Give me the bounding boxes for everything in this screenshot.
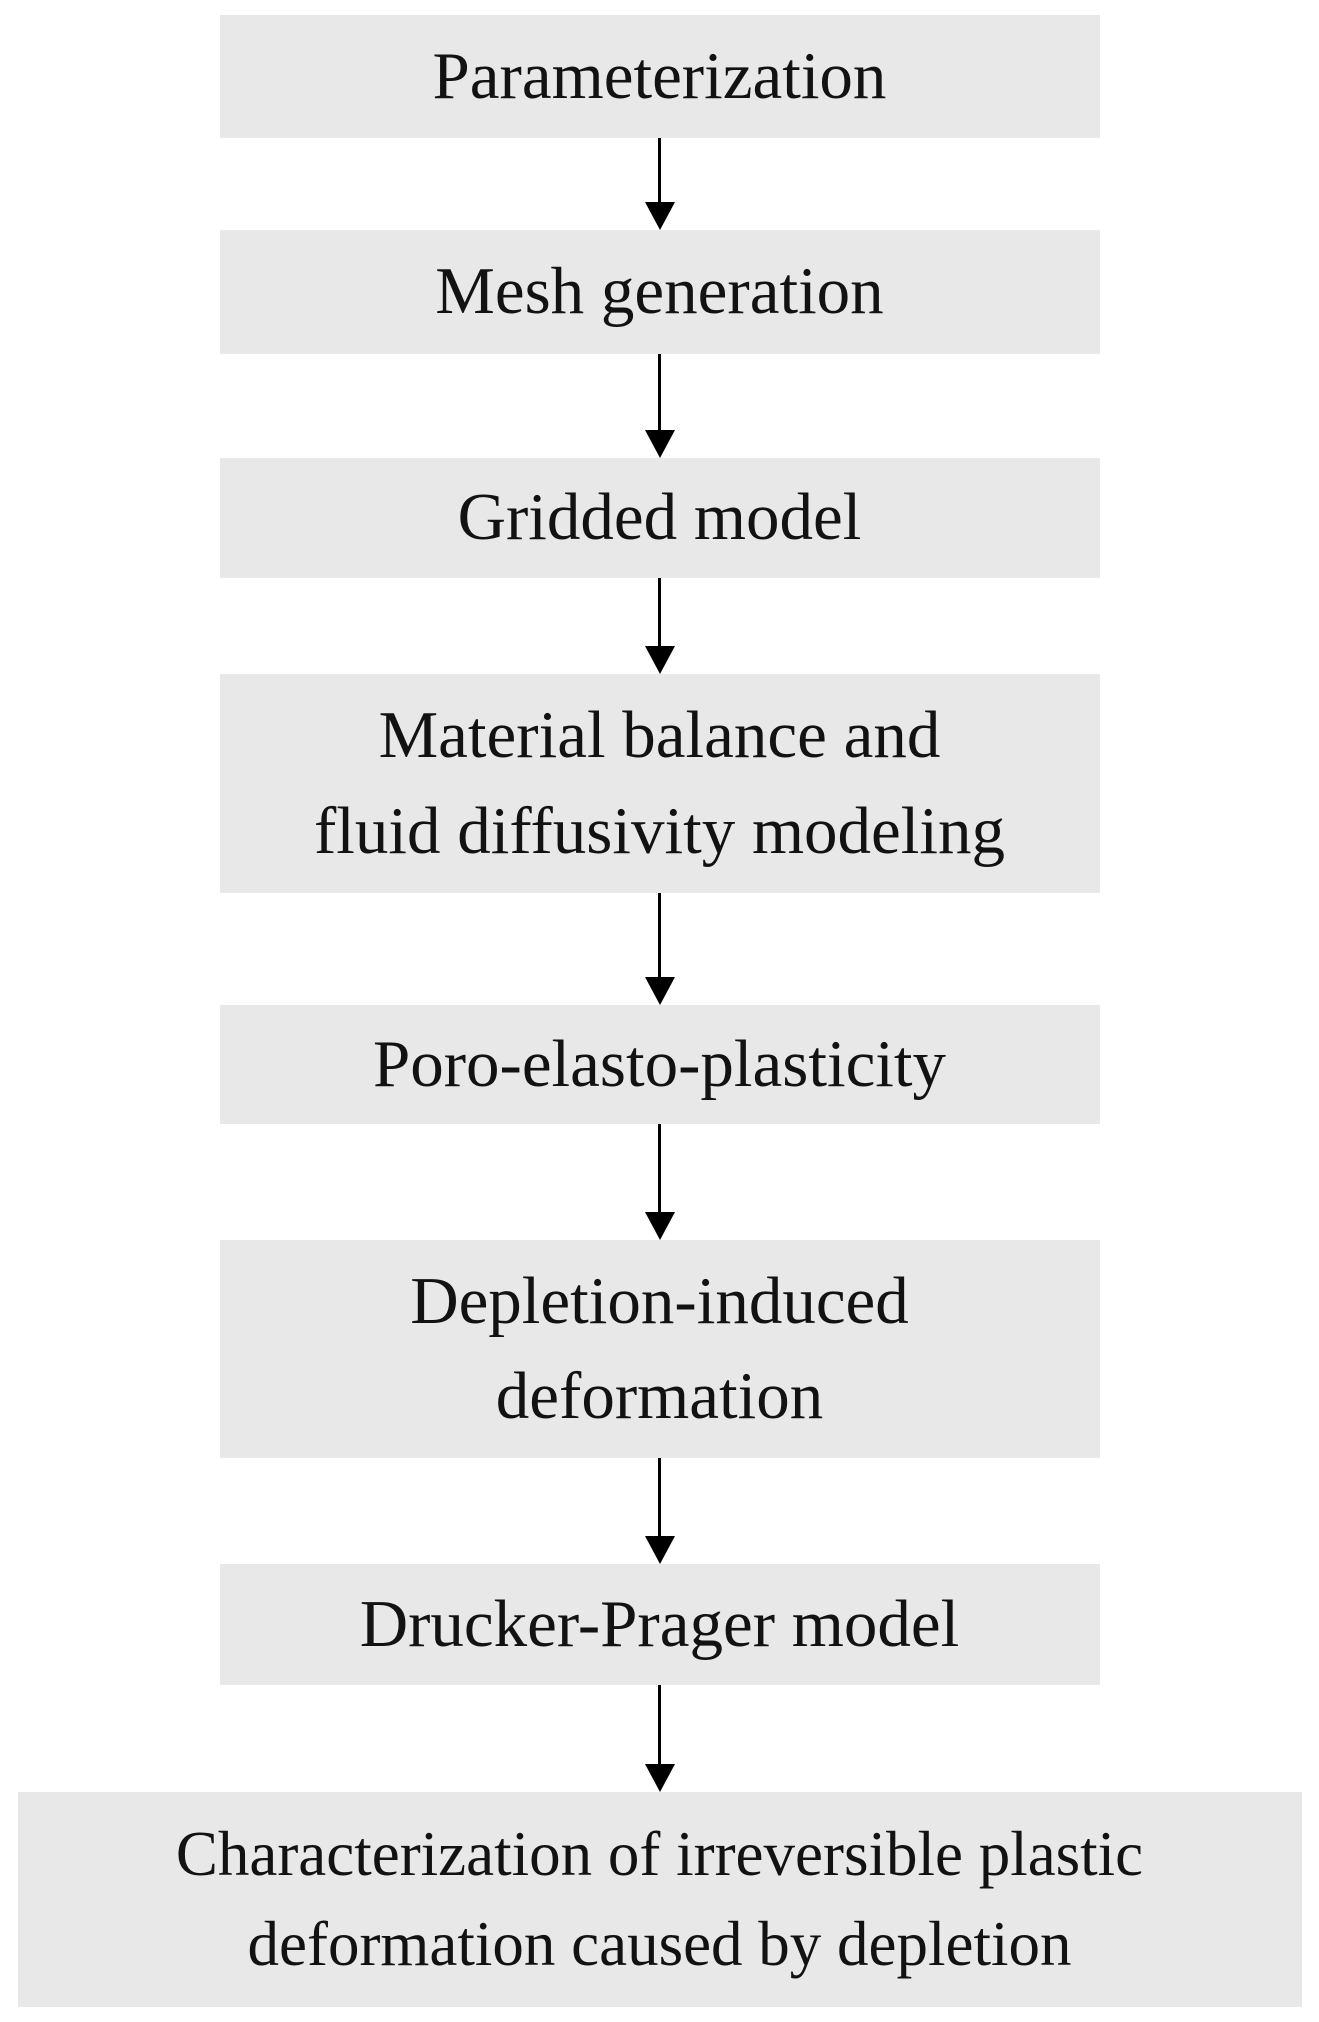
arrow-stem bbox=[658, 354, 661, 430]
arrow-head bbox=[644, 1536, 675, 1564]
arrow-head bbox=[644, 430, 675, 458]
down-arrow-icon bbox=[640, 138, 680, 230]
arrow-head bbox=[644, 1212, 675, 1240]
flow-box-depletion-induced-deformation: Depletion-induced deformation bbox=[219, 1240, 1100, 1458]
flow-box-mesh-generation: Mesh generation bbox=[219, 230, 1100, 354]
down-arrow-icon bbox=[640, 1458, 680, 1564]
arrow-head bbox=[644, 977, 675, 1005]
flow-box-material-balance-fluid-diffusivity: Material balance and fluid diffusivity m… bbox=[219, 674, 1100, 893]
down-arrow-icon bbox=[640, 1685, 680, 1792]
flow-box-parameterization: Parameterization bbox=[219, 15, 1100, 138]
flow-box-gridded-model: Gridded model bbox=[219, 458, 1100, 578]
arrow-stem bbox=[658, 893, 661, 977]
flow-box-drucker-prager-model: Drucker-Prager model bbox=[219, 1564, 1100, 1685]
arrow-stem bbox=[658, 1124, 661, 1212]
down-arrow-icon bbox=[640, 1124, 680, 1240]
arrow-stem bbox=[658, 1685, 661, 1764]
down-arrow-icon bbox=[640, 578, 680, 674]
arrow-stem bbox=[658, 138, 661, 202]
flow-box-characterization-plastic-deformation: Characterization of irreversible plastic… bbox=[17, 1792, 1302, 2007]
flow-box-poro-elasto-plasticity: Poro-elasto-plasticity bbox=[219, 1005, 1100, 1124]
arrow-stem bbox=[658, 578, 661, 646]
down-arrow-icon bbox=[640, 354, 680, 458]
arrow-stem bbox=[658, 1458, 661, 1536]
arrow-head bbox=[644, 1764, 675, 1792]
down-arrow-icon bbox=[640, 893, 680, 1005]
arrow-head bbox=[644, 202, 675, 230]
arrow-head bbox=[644, 646, 675, 674]
